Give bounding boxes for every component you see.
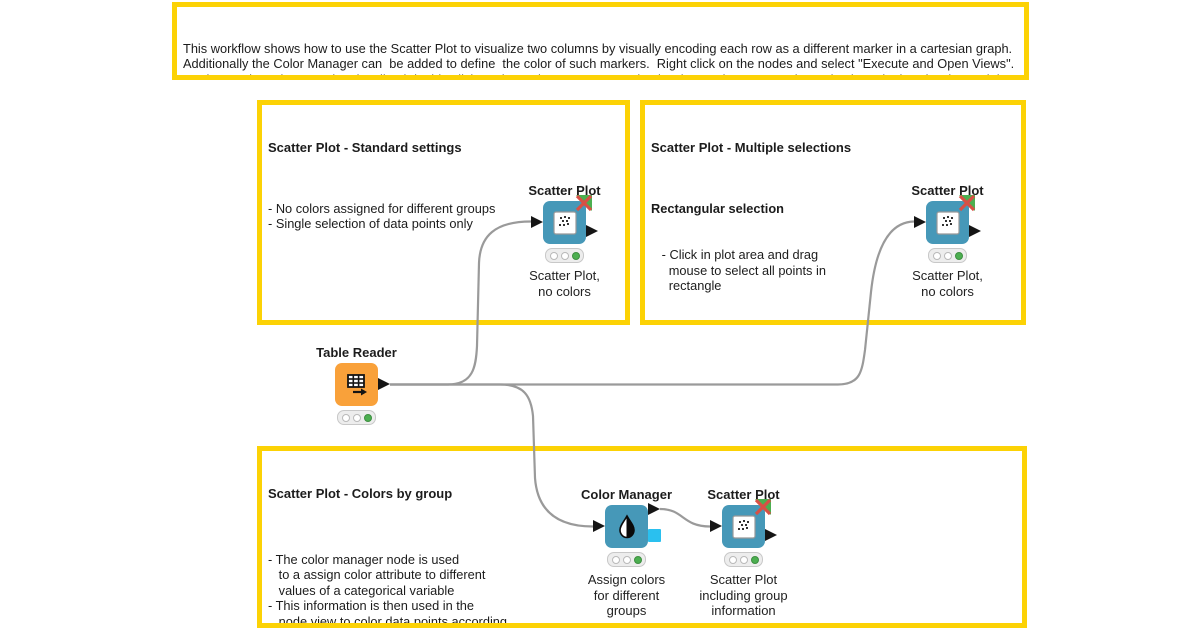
node-label: Scatter Plot xyxy=(528,183,601,198)
connection-table-reader-to-scatter-standard[interactable] xyxy=(390,220,532,386)
node-comment: Scatter Plot, no colors xyxy=(912,268,983,299)
node-comment: Assign colors for different groups xyxy=(587,572,666,618)
annotation-body: - No colors assigned for different group… xyxy=(268,201,496,232)
annotation-subheading: Rectangular selection xyxy=(651,201,784,217)
status-light-idle xyxy=(549,251,558,260)
connection-table-reader-to-color-manager[interactable] xyxy=(390,383,594,528)
red-x-corner-icon xyxy=(958,194,976,212)
connection-table-reader-to-scatter-multiple[interactable] xyxy=(390,220,915,386)
status-light-configured xyxy=(622,555,631,564)
output-port[interactable] xyxy=(378,378,390,390)
status-light-configured xyxy=(739,555,748,564)
red-x-corner-icon xyxy=(575,194,593,212)
node-status-traffic-light xyxy=(545,248,584,263)
scatter-plot-icon xyxy=(552,210,577,235)
status-light-executed xyxy=(363,413,372,422)
table-reader-icon xyxy=(346,373,367,395)
status-light-idle xyxy=(611,555,620,564)
node-status-traffic-light xyxy=(928,248,967,263)
annotation-title: Scatter Plot - Multiple selections xyxy=(651,139,852,155)
status-light-configured xyxy=(943,251,952,260)
node-scatter-plot-groups[interactable] xyxy=(710,498,777,548)
node-label: Color Manager xyxy=(580,487,672,502)
node-status-traffic-light xyxy=(337,410,376,425)
annotation-title: Scatter Plot - Colors by group xyxy=(268,485,453,501)
color-output-port[interactable] xyxy=(648,529,661,542)
node-comment: Scatter Plot including group information xyxy=(699,572,788,618)
annotation-description[interactable]: This workflow shows how to use the Scatt… xyxy=(172,2,1029,80)
input-port[interactable] xyxy=(593,520,605,532)
annotation-body: - Click in plot area and drag mouse to s… xyxy=(661,247,826,294)
input-port[interactable] xyxy=(710,520,722,532)
status-light-configured xyxy=(560,251,569,260)
connection-color-manager-to-scatter-groups[interactable] xyxy=(659,507,711,528)
output-port[interactable] xyxy=(648,503,660,515)
node-status-traffic-light xyxy=(607,552,646,567)
status-light-executed xyxy=(750,555,759,564)
output-port[interactable] xyxy=(969,225,981,237)
color-drop-icon xyxy=(618,513,635,538)
node-comment: Scatter Plot, no colors xyxy=(529,268,600,299)
node-label: Table Reader xyxy=(316,345,397,360)
node-scatter-plot-multiple[interactable] xyxy=(914,194,981,244)
red-x-corner-icon xyxy=(754,498,772,516)
scatter-plot-icon xyxy=(731,514,756,539)
node-scatter-plot-standard[interactable] xyxy=(531,194,598,244)
annotation-subheading: Lasso selection xyxy=(651,324,1015,325)
node-table-reader[interactable] xyxy=(335,363,390,406)
input-port[interactable] xyxy=(531,216,543,228)
node-status-traffic-light xyxy=(724,552,763,567)
output-port[interactable] xyxy=(586,225,598,237)
annotation-title: Scatter Plot - Standard settings xyxy=(268,139,462,155)
input-port[interactable] xyxy=(914,216,926,228)
status-light-idle xyxy=(728,555,737,564)
node-label: Scatter Plot xyxy=(911,183,984,198)
status-light-idle xyxy=(341,413,350,422)
scatter-plot-icon xyxy=(935,210,960,235)
output-port[interactable] xyxy=(765,529,777,541)
status-light-executed xyxy=(633,555,642,564)
node-color-manager[interactable] xyxy=(593,503,661,548)
status-light-executed xyxy=(954,251,963,260)
status-light-executed xyxy=(571,251,580,260)
annotation-description-text: This workflow shows how to use the Scatt… xyxy=(183,40,1029,80)
node-label: Scatter Plot xyxy=(707,487,780,502)
annotation-body: - The color manager node is used to a as… xyxy=(268,552,508,628)
status-light-idle xyxy=(932,251,941,260)
status-light-configured xyxy=(352,413,361,422)
